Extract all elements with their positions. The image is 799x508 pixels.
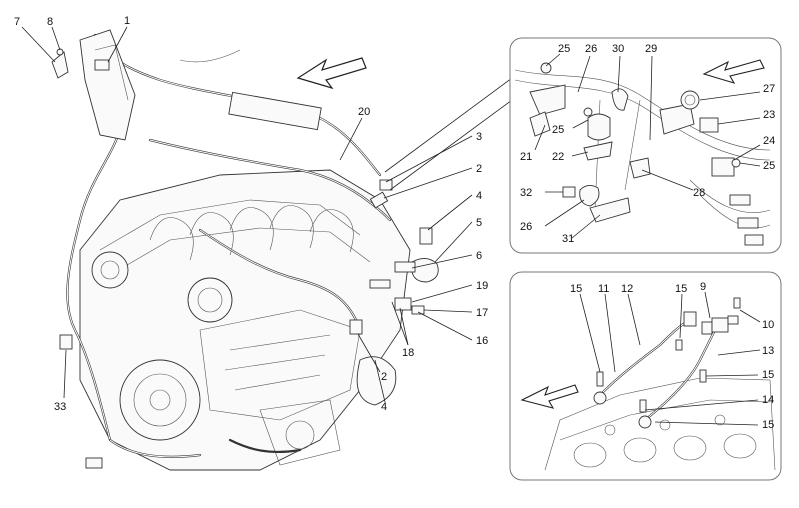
- callout-18: 18: [402, 347, 414, 359]
- inset-bottom-callout-13: 13: [762, 345, 774, 357]
- inset-bottom-right: 15 11 12 15 9 10 13 15 14 15: [509, 271, 782, 481]
- inset-top-callout-27: 27: [763, 83, 775, 95]
- inset-leader-top: [384, 77, 513, 173]
- callout-2-top: 2: [476, 163, 482, 175]
- inset-top-callout-23: 23: [763, 109, 775, 121]
- callout-20: 20: [358, 106, 370, 118]
- callout-4-bottom: 4: [381, 401, 387, 413]
- inset-top-callout-21: 21: [520, 151, 532, 163]
- callout-3: 3: [476, 131, 482, 143]
- callout-8: 8: [47, 16, 53, 28]
- inset-bottom-callout-15c: 15: [762, 369, 774, 381]
- direction-arrow-main: [296, 57, 367, 90]
- inset-bottom-callout-14: 14: [762, 394, 774, 406]
- inset-bottom-callout-15a: 15: [570, 283, 582, 295]
- callout-2-bottom: 2: [381, 371, 387, 383]
- inset-top-callout-32: 32: [520, 187, 532, 199]
- control-unit-part-1: [79, 29, 136, 141]
- inset-top-callout-29: 29: [645, 43, 657, 55]
- inset-top-callout-25b: 25: [763, 160, 775, 172]
- inset-bottom-callout-9: 9: [700, 281, 706, 293]
- inset-top-callout-22: 22: [552, 151, 564, 163]
- callout-5: 5: [476, 217, 482, 229]
- main-callouts: 1 7 8 20 3 2 4 5 6 19 17 16 18 2 4 33: [14, 15, 488, 413]
- callout-6: 6: [476, 250, 482, 262]
- callout-17: 17: [476, 307, 488, 319]
- sensor-connectors: [59, 179, 439, 469]
- inset-top-callout-31: 31: [562, 233, 574, 245]
- inset-top-right: 25 26 30 29 27 23 24 25 25 21 22 28 32 2…: [509, 37, 782, 254]
- engine-assembly-drawing: [79, 169, 411, 471]
- harness-conduit-part-20: [228, 91, 322, 131]
- callout-19: 19: [476, 280, 488, 292]
- inset-top-callout-28: 28: [693, 187, 705, 199]
- callout-4-top: 4: [476, 190, 482, 202]
- inset-top-callout-25a: 25: [558, 43, 570, 55]
- inset-top-callout-26b: 26: [520, 221, 532, 233]
- inset-top-callout-26a: 26: [585, 43, 597, 55]
- inset-bottom-callout-11: 11: [598, 283, 609, 295]
- inset-bottom-callout-12: 12: [621, 283, 633, 295]
- callout-16: 16: [476, 335, 488, 347]
- inset-bottom-callout-15b: 15: [675, 283, 687, 295]
- callout-7: 7: [14, 16, 20, 28]
- wiring-harness: [66, 33, 392, 458]
- inset-bottom-callout-10: 10: [762, 319, 774, 331]
- bracket-part-7-8: [51, 48, 69, 79]
- callout-1: 1: [124, 15, 130, 27]
- callout-33: 33: [54, 401, 66, 413]
- inset-top-callout-25c: 25: [552, 124, 564, 136]
- inset-top-callout-24: 24: [763, 135, 775, 147]
- inset-leader-bottom: [389, 99, 513, 191]
- inset-bottom-callout-15d: 15: [762, 419, 774, 431]
- inset-top-callout-30: 30: [612, 43, 624, 55]
